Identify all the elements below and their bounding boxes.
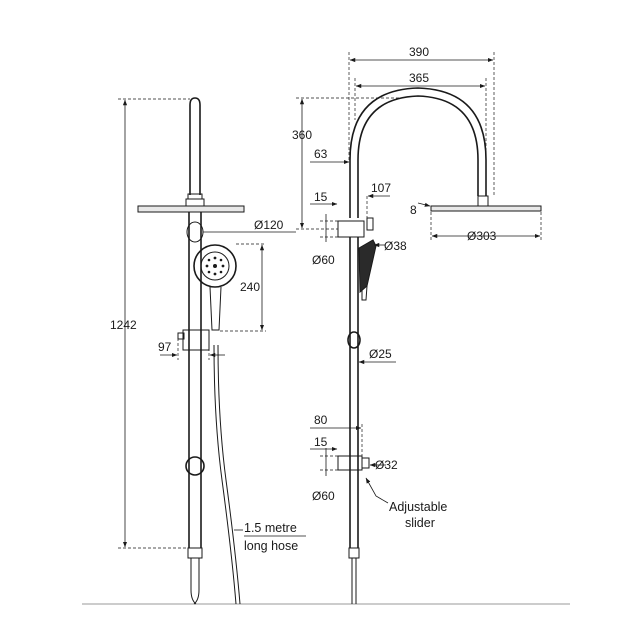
front-slider xyxy=(182,329,210,351)
front-hand-shower-head xyxy=(193,244,237,288)
dim-360-label: 360 xyxy=(292,128,312,142)
front-view xyxy=(137,97,245,605)
side-hand-shower xyxy=(358,239,377,294)
side-head-connector xyxy=(477,195,489,207)
dim-15-bottom-label: 15 xyxy=(314,435,328,449)
side-gooseneck-arm xyxy=(349,87,487,218)
slider-note-line1: Adjustable xyxy=(389,500,447,514)
dim-365-label: 365 xyxy=(409,71,429,85)
dim-107-label: 107 xyxy=(371,181,391,195)
dim-97-label: 97 xyxy=(158,340,172,354)
hose-note-line1: 1.5 metre xyxy=(244,521,297,535)
dim-dia120-label: Ø120 xyxy=(254,218,284,232)
front-hand-shower-nozzles xyxy=(205,256,225,276)
dim-15-top-label: 15 xyxy=(314,190,328,204)
dim-1242-label: 1242 xyxy=(110,318,137,332)
dim-80-label: 80 xyxy=(314,413,328,427)
dim-8-label: 8 xyxy=(410,203,417,217)
side-hose xyxy=(351,558,357,604)
dim-dia303-label: Ø303 xyxy=(467,229,497,243)
side-diverter xyxy=(337,220,365,238)
slider-note-line2: slider xyxy=(405,516,435,530)
front-head-connector xyxy=(185,198,205,207)
front-shower-head xyxy=(137,205,245,213)
dim-390-label: 390 xyxy=(409,45,429,59)
front-view-dimensions: 1242 Ø120 240 97 1.5 metre long hose xyxy=(110,98,306,553)
front-top-arm xyxy=(189,97,201,195)
front-rail-end xyxy=(187,547,203,559)
side-slider-knob xyxy=(347,331,361,349)
dim-63-label: 63 xyxy=(314,147,328,161)
dim-240-label: 240 xyxy=(240,280,260,294)
side-view-dimensions: 390 365 360 63 15 107 8 Ø303 Ø38 xyxy=(292,45,542,530)
dim-dia38-label: Ø38 xyxy=(384,239,407,253)
dim-dia60-top-label: Ø60 xyxy=(312,253,335,267)
side-shower-head xyxy=(430,205,542,212)
dim-dia60-bottom-label: Ø60 xyxy=(312,489,335,503)
dim-dia32-label: Ø32 xyxy=(375,458,398,472)
front-hand-shower-handle xyxy=(209,286,222,331)
front-lower-bracket xyxy=(185,456,205,476)
front-hose xyxy=(213,344,237,605)
side-view xyxy=(337,87,542,604)
dim-dia25-label: Ø25 xyxy=(369,347,392,361)
hose-note-line2: long hose xyxy=(244,539,298,553)
front-hand-shower-face xyxy=(200,251,230,281)
